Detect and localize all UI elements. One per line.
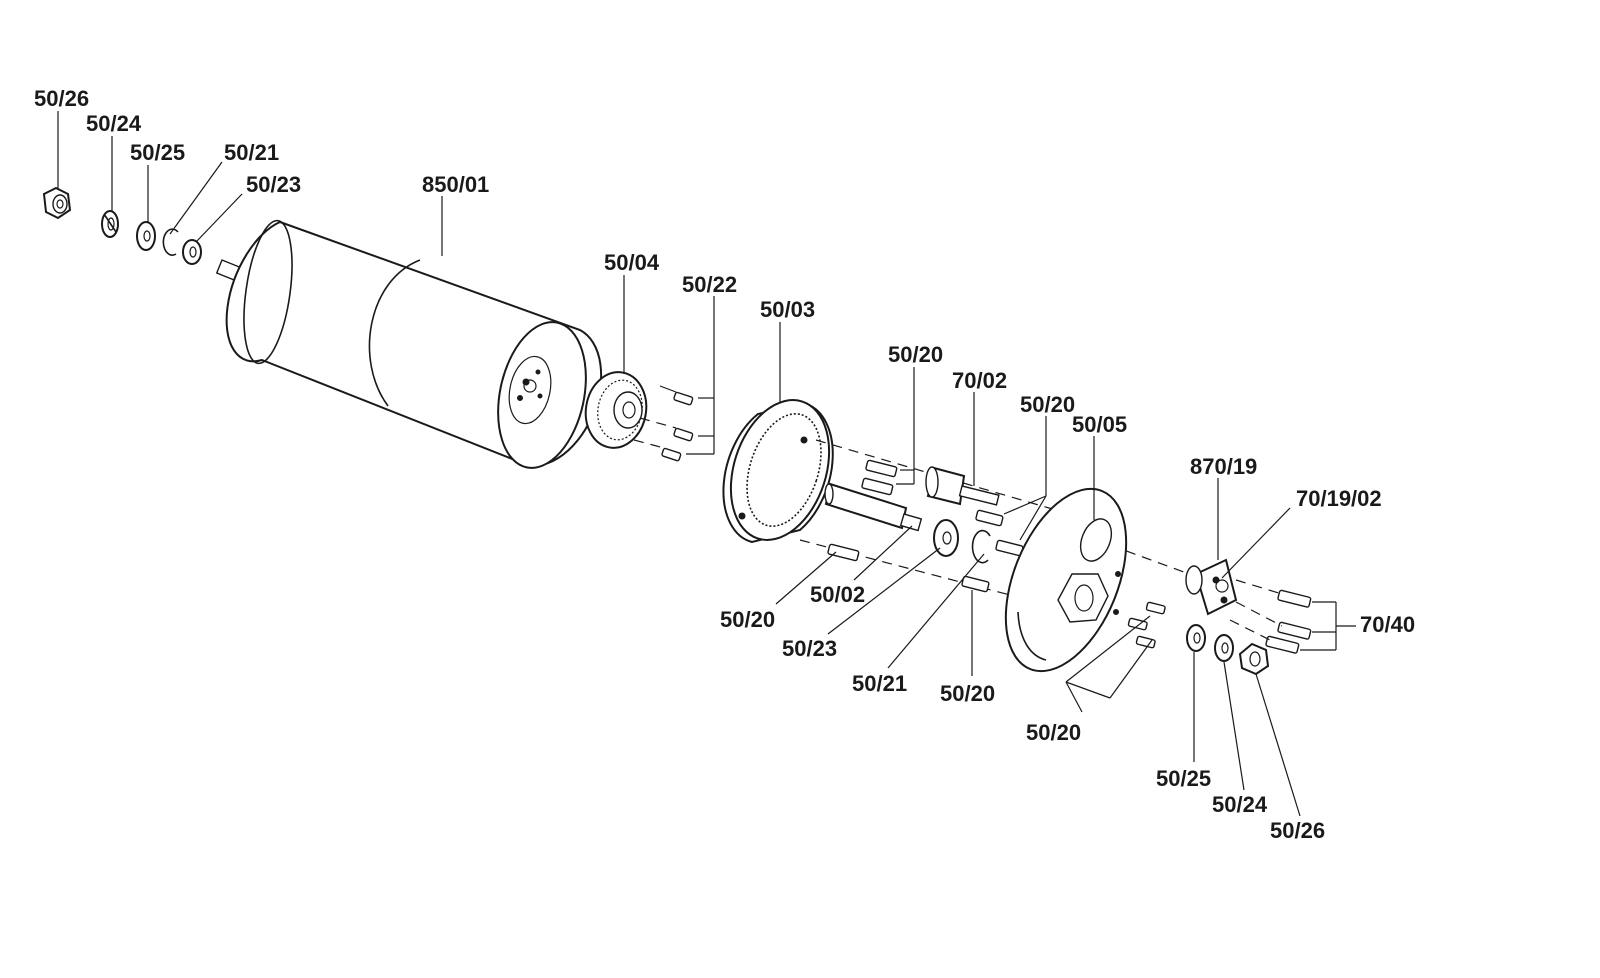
label-ring-gear: 50/03 [760,297,815,322]
nut-bottom-part [1238,642,1270,676]
screws-mid-part [961,509,1024,593]
label-circlip-top: 50/21 [224,140,279,165]
spacer-top-part [182,239,202,265]
shaft-part [824,482,923,532]
washer-bottom-part [1186,624,1206,652]
shaft-circlip-part [971,529,991,564]
screw-lower-left-part [827,543,860,562]
lock-washer-top-part [101,210,119,238]
washer-top-part [136,221,156,251]
screw-icon [633,439,682,462]
label-washer-top: 50/25 [130,140,185,165]
ring-gear-part [722,399,834,544]
label-screws-lower-right: 50/20 [1026,720,1081,745]
label-shaft-washer: 50/23 [782,636,837,661]
label-bearing: 50/04 [604,250,660,275]
label-lock-washer-bottom: 50/24 [1212,792,1268,817]
label-nut-bottom: 50/26 [1270,818,1325,843]
label-screw-lower-mid: 50/20 [940,681,995,706]
label-screws-mid: 50/20 [1020,392,1075,417]
bracket-screws-part [1229,579,1312,654]
label-shaft: 50/02 [810,582,865,607]
label-washer-bottom: 50/25 [1156,766,1211,791]
nut-top-part [42,186,72,220]
leader-lines [57,111,1356,817]
label-nut-top: 50/26 [34,86,89,111]
end-plate-part [1004,487,1128,673]
pinion-part [925,466,1000,506]
assembly-line [1109,544,1193,576]
label-pinion: 70/02 [952,368,1007,393]
bearing-screws-part [633,385,694,462]
label-lock-washer-top: 50/24 [86,111,142,136]
label-screws-upper: 50/20 [888,342,943,367]
screw-icon [639,417,694,442]
label-bracket-screws: 70/40 [1360,612,1415,637]
screws-upper-part [861,459,898,496]
label-end-plate: 50/05 [1072,412,1127,437]
shaft-washer-part [933,519,959,557]
motor-part [215,219,603,469]
lock-washer-bottom-part [1214,634,1234,662]
label-screw-lower-left: 50/20 [720,607,775,632]
bearing-part [584,371,648,449]
label-motor: 850/01 [422,172,489,197]
label-bracket-sub: 70/19/02 [1296,486,1382,511]
bracket-part [1185,558,1238,616]
label-spacer-top: 50/23 [246,172,301,197]
label-bearing-screws: 50/22 [682,272,737,297]
screws-lower-right-part [1127,601,1166,649]
label-shaft-circlip: 50/21 [852,671,907,696]
screw-icon [659,385,694,406]
label-bracket: 870/19 [1190,454,1257,479]
